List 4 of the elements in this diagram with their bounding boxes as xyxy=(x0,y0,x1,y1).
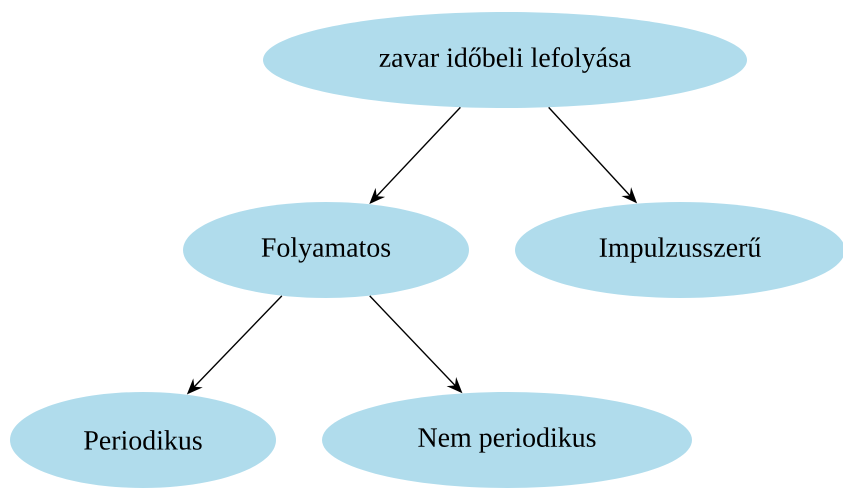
ellipse-node: Nem periodikus xyxy=(322,392,692,488)
ellipse-node: Folyamatos xyxy=(183,202,469,298)
ellipse-node: zavar időbeli lefolyása xyxy=(263,12,747,108)
ellipse-node: Periodikus xyxy=(10,392,276,488)
